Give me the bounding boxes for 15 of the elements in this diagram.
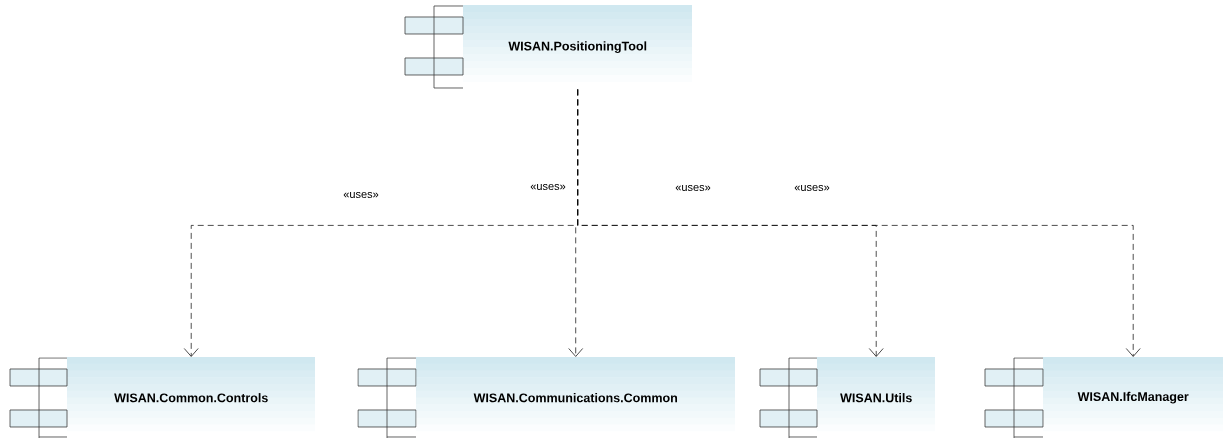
node-label: WISAN.PositioningTool xyxy=(508,41,647,54)
component-box: WISAN.IfcManager xyxy=(1043,357,1223,438)
component-box: WISAN.Utils xyxy=(817,357,935,438)
node-label: WISAN.Utils xyxy=(840,393,912,403)
edge-label: «uses» xyxy=(530,184,566,190)
component-box: WISAN.PositioningTool xyxy=(463,5,692,89)
edge-label: «uses» xyxy=(794,185,830,191)
node-label: WISAN.Communications.Common xyxy=(473,393,678,403)
edge-label: «uses» xyxy=(675,185,711,191)
dependency-arrow xyxy=(577,89,1141,357)
component-box: WISAN.Communications.Common xyxy=(416,357,735,438)
edge-label: «uses» xyxy=(343,192,379,198)
node-label: WISAN.IfcManager xyxy=(1077,391,1189,404)
node-label: WISAN.Common.Controls xyxy=(114,393,268,403)
component-box: WISAN.Common.Controls xyxy=(67,357,315,438)
